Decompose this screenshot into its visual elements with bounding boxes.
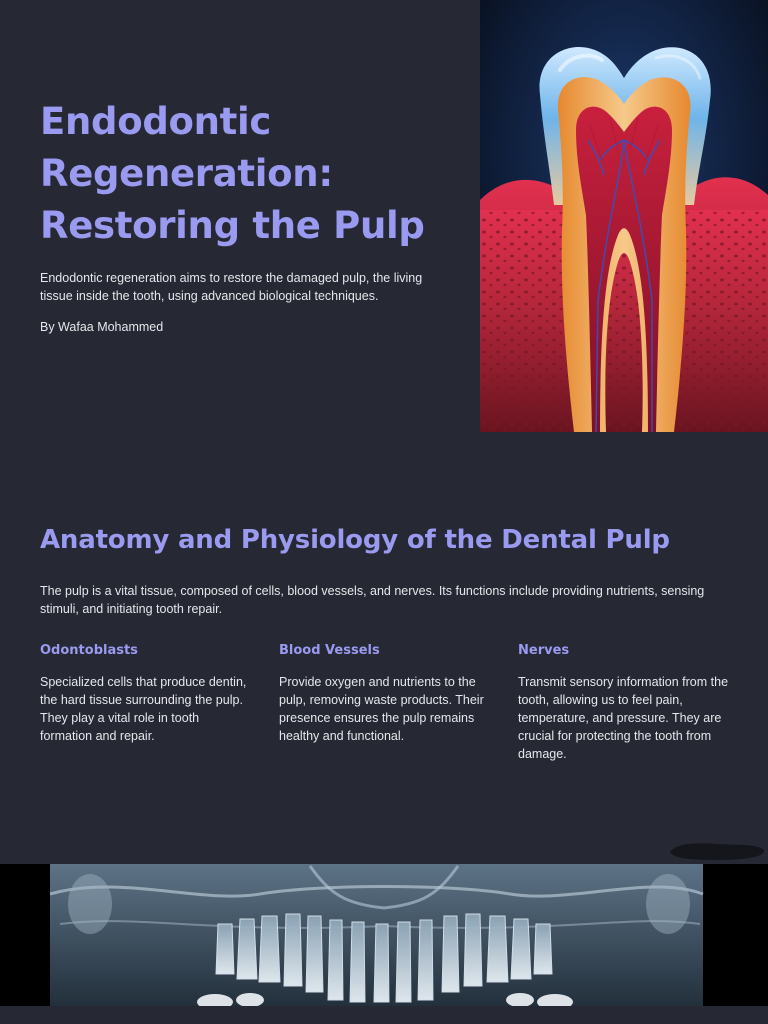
hero-description: Endodontic regeneration aims to restore … bbox=[40, 271, 423, 303]
card-text: Transmit sensory information from the to… bbox=[518, 675, 729, 761]
section-description: The pulp is a vital tissue, composed of … bbox=[40, 584, 705, 616]
card-title: Odontoblasts bbox=[40, 643, 138, 658]
card-odontoblasts: Odontoblasts Specialized cells that prod… bbox=[40, 642, 252, 745]
hero-author: By Wafaa Mohammed bbox=[40, 320, 164, 334]
dental-xray-image bbox=[0, 864, 768, 1006]
card-text: Specialized cells that produce dentin, t… bbox=[40, 675, 247, 743]
card-text: Provide oxygen and nutrients to the pulp… bbox=[279, 675, 484, 743]
tooth-illustration bbox=[480, 0, 768, 432]
card-nerves: Nerves Transmit sensory information from… bbox=[518, 642, 730, 763]
scribble-mark bbox=[670, 843, 765, 860]
card-title: Blood Vessels bbox=[279, 643, 380, 658]
hero-title: Endodontic Regeneration: Restoring the P… bbox=[40, 100, 425, 247]
card-blood-vessels: Blood Vessels Provide oxygen and nutrien… bbox=[279, 642, 491, 745]
section-title: Anatomy and Physiology of the Dental Pul… bbox=[40, 525, 670, 555]
card-title: Nerves bbox=[518, 643, 570, 658]
